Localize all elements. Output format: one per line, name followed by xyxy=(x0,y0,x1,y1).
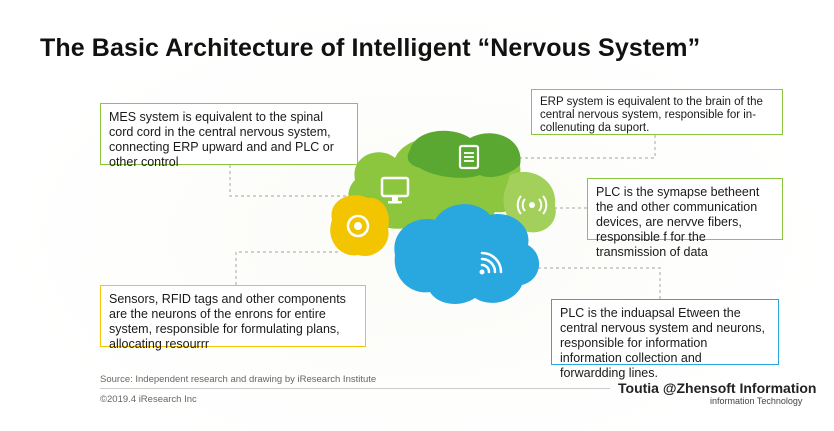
brain-lobe-dark-green xyxy=(407,130,521,178)
connector-sensors xyxy=(235,251,338,285)
brand-name: Toutia @Zhensoft Information xyxy=(618,380,817,396)
wifi-icon xyxy=(479,251,503,275)
connector-erp xyxy=(496,135,656,159)
plc-synapse-description-box: PLC is the symapse betheent the and othe… xyxy=(587,178,783,259)
target-icon xyxy=(346,214,370,238)
connector-mes xyxy=(229,165,372,197)
brain-lobe-blue xyxy=(394,204,540,304)
page-title: The Basic Architecture of Intelligent “N… xyxy=(40,34,701,62)
signal-icon xyxy=(516,195,548,215)
plc-interface-description-box: PLC is the induapsal Etween the central … xyxy=(551,299,779,380)
footer-divider xyxy=(100,388,610,389)
sensors-description-box: Sensors, RFID tags and other components … xyxy=(100,285,366,351)
source-note: Source: Independent research and drawing… xyxy=(100,374,377,385)
connector-plc-interface xyxy=(510,267,661,299)
document-icon xyxy=(458,144,480,170)
brain-lobe-green-right xyxy=(503,171,556,233)
brain-illustration xyxy=(330,130,556,304)
monitor-icon xyxy=(380,176,410,204)
brand-subtitle: information Technology xyxy=(710,396,803,406)
mes-description-box: MES system is equivalent to the spinal c… xyxy=(100,103,358,169)
erp-description-box: ERP system is equivalent to the brain of… xyxy=(531,89,783,135)
copyright-note: ©2019.4 iResearch Inc xyxy=(100,394,197,405)
